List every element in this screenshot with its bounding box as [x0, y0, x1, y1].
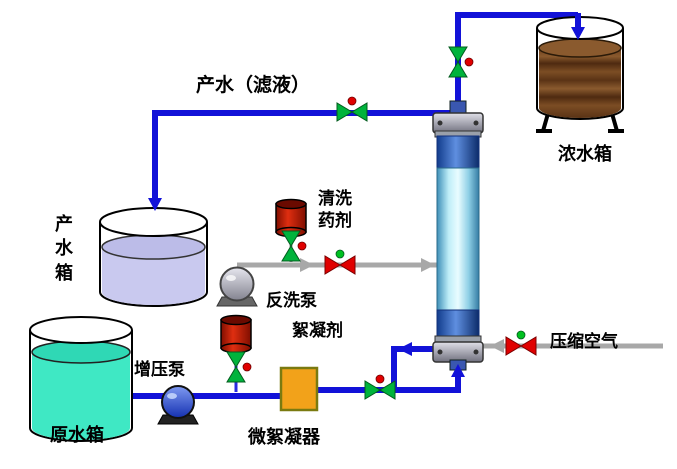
arrow-drain-left	[398, 342, 412, 356]
raw-water-tank	[29, 316, 133, 442]
pipe-feed-right	[314, 360, 461, 393]
concentrate-liquid	[539, 48, 621, 118]
pipe-filtrate	[152, 110, 455, 203]
module-body	[436, 167, 480, 311]
concentrate-tank	[536, 16, 624, 133]
valve-compressed-air	[505, 330, 537, 356]
product-tank-rim	[99, 207, 208, 237]
membrane-module	[432, 100, 484, 371]
valve-backwash	[324, 249, 356, 275]
arrow-backwash-into-module	[421, 258, 435, 272]
pipe-drain	[391, 346, 437, 393]
flocculant-drum	[220, 314, 252, 354]
module-top-band	[436, 135, 480, 169]
product-water-liquid	[102, 247, 205, 305]
micro-flocculator-unit	[279, 366, 319, 412]
raw-water-tank-rim	[29, 316, 133, 344]
valve-flocculant	[226, 351, 252, 383]
valve-filtrate	[336, 96, 368, 122]
backwash-pump	[216, 266, 258, 307]
concentrate-surface	[538, 38, 622, 58]
arrow-into-concentrate-tank	[571, 27, 585, 40]
product-water-surface	[101, 234, 206, 260]
raw-water-liquid	[32, 352, 130, 440]
arrow-into-module-bottom	[451, 364, 465, 377]
product-water-tank	[99, 207, 208, 307]
arrow-compressed-air	[490, 339, 504, 353]
cleaning-chemical-drum	[275, 198, 307, 238]
arrow-backwash-mid	[300, 258, 314, 272]
raw-water-surface	[31, 340, 131, 364]
booster-pump	[157, 385, 199, 425]
arrow-into-product-tank	[148, 198, 162, 211]
